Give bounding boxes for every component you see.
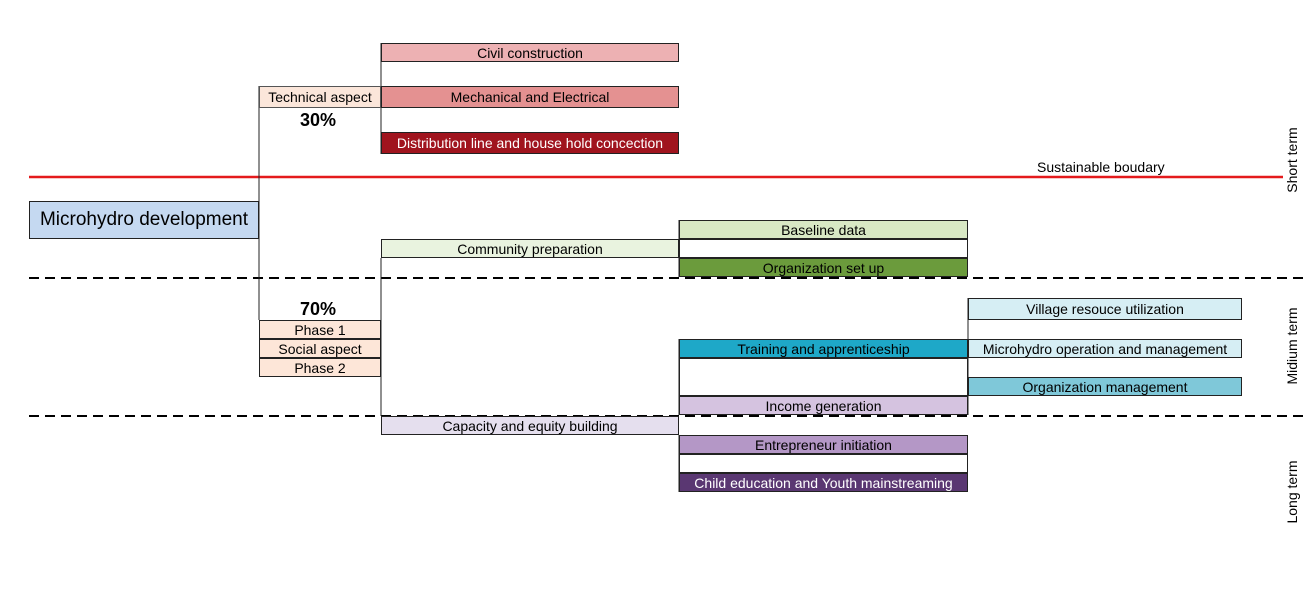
operation-management-box: Microhydro operation and management	[968, 339, 1242, 358]
organization-management-box: Organization management	[968, 377, 1242, 396]
technical-percent: 30%	[300, 110, 337, 130]
income-generation-box: Income generation	[679, 396, 968, 415]
phase-2-box: Phase 2	[259, 358, 381, 377]
child-education-box: Child education and Youth mainstreaming	[679, 473, 968, 492]
training-apprenticeship-box: Training and apprenticeship	[679, 339, 968, 358]
village-resource-box: Village resouce utilization	[968, 298, 1242, 320]
community-spacer-box	[679, 239, 968, 258]
phase-1-box: Phase 1	[259, 320, 381, 339]
term-label-short: Short term	[1284, 127, 1300, 193]
term-label-long: Long term	[1284, 460, 1300, 524]
organization-setup-box: Organization set up	[679, 258, 968, 277]
baseline-data-box: Baseline data	[679, 220, 968, 239]
capacity-equity-box: Capacity and equity building	[381, 416, 679, 435]
capacity-spacer-box	[679, 454, 968, 473]
mechanical-electrical-box: Mechanical and Electrical	[381, 86, 679, 108]
distribution-line-box: Distribution line and house hold concect…	[381, 132, 679, 154]
term-label-medium: Midium term	[1284, 307, 1300, 385]
community-preparation-box: Community preparation	[381, 239, 679, 258]
sustainable-boundary-label: Sustainable boudary	[1037, 159, 1165, 175]
social-percent: 70%	[300, 299, 337, 319]
training-spacer-box	[679, 358, 968, 396]
entrepreneur-initiation-box: Entrepreneur initiation	[679, 435, 968, 454]
technical-aspect-box: Technical aspect	[259, 86, 381, 108]
root-box: Microhydro development	[29, 201, 259, 239]
social-aspect-box: Social aspect	[259, 339, 381, 358]
civil-construction-box: Civil construction	[381, 43, 679, 62]
